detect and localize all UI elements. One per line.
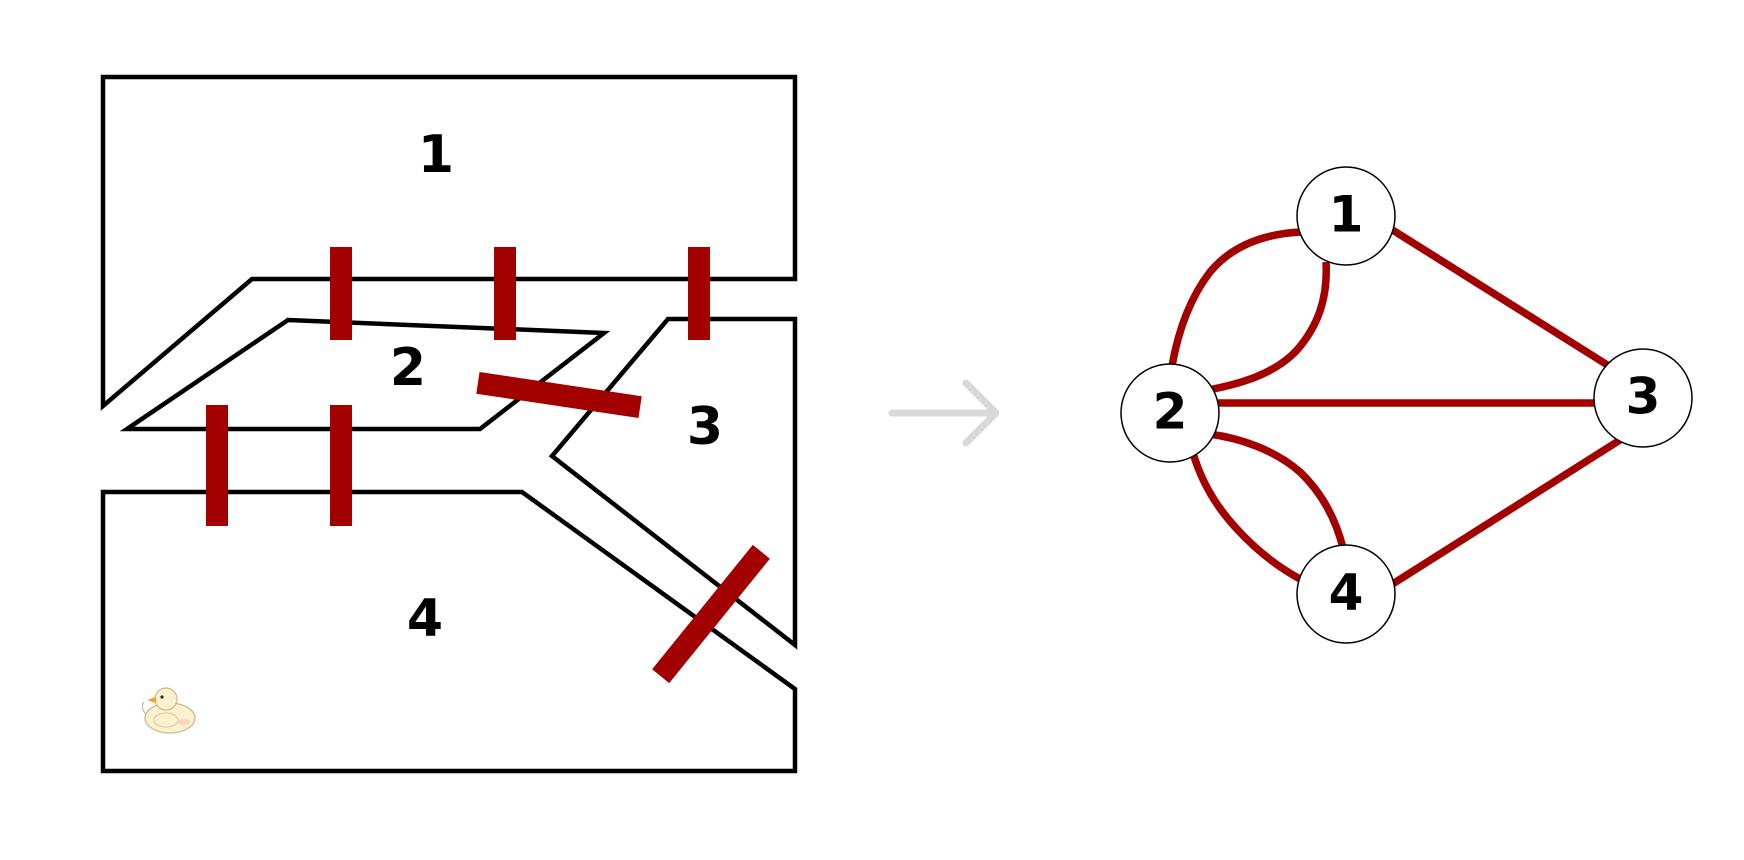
bridge-map: 1 2 3 4 — [100, 74, 798, 774]
edge-1-2-inner — [1207, 261, 1330, 394]
edge-1-2-outer — [1168, 228, 1302, 367]
node-label: 3 — [1626, 368, 1661, 426]
land-region-2 — [119, 317, 611, 432]
region-label-1: 1 — [418, 125, 454, 185]
node-label: 1 — [1329, 186, 1364, 244]
bridge-1-2-left — [330, 247, 352, 340]
bridge-2-4-right — [330, 405, 352, 526]
bridges — [206, 247, 770, 684]
edge-2-4-lower — [1189, 451, 1302, 583]
bridge-1-3 — [688, 247, 710, 340]
graph: 1 2 3 4 — [1120, 166, 1693, 644]
bridge-1-2-right — [494, 247, 516, 340]
edge-3-4 — [1388, 436, 1623, 589]
land-region-1 — [100, 74, 798, 411]
graph-node-4: 4 — [1296, 544, 1396, 644]
node-label: 2 — [1153, 383, 1188, 441]
duck-icon — [141, 687, 196, 734]
graph-node-1: 1 — [1296, 166, 1396, 266]
bridge-3-4 — [652, 544, 770, 684]
graph-edges — [1168, 225, 1623, 589]
node-circle — [1120, 363, 1220, 463]
node-circle — [1296, 166, 1396, 266]
region-label-3: 3 — [687, 397, 723, 457]
edge-1-3 — [1389, 225, 1611, 370]
graph-node-2: 2 — [1120, 363, 1220, 463]
region-label-4: 4 — [407, 589, 443, 649]
region-label-2: 2 — [390, 338, 426, 398]
bridge-2-3 — [476, 372, 642, 418]
node-circle — [1296, 544, 1396, 644]
node-label: 4 — [1329, 564, 1364, 622]
right-arrow-icon — [888, 379, 1000, 447]
node-circle — [1593, 348, 1693, 448]
bridge-2-4-left — [206, 405, 228, 526]
graph-node-3: 3 — [1593, 348, 1693, 448]
land-region-4 — [100, 489, 798, 774]
edge-2-4-upper — [1208, 430, 1347, 549]
